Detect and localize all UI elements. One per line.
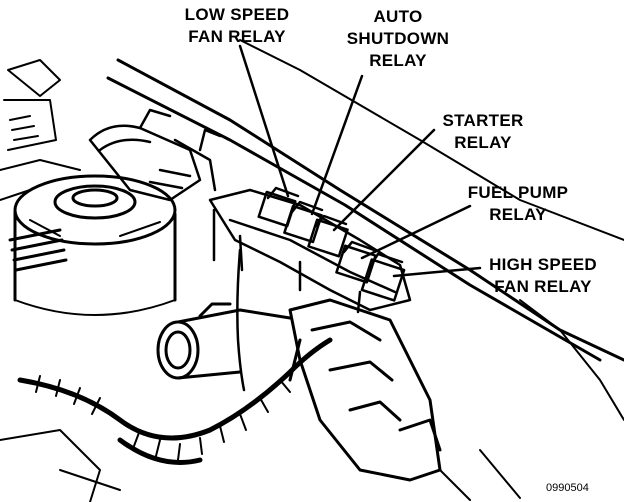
upper-engine-cluster bbox=[88, 108, 222, 202]
wiring-harness bbox=[17, 337, 333, 465]
strut-tower bbox=[13, 174, 177, 316]
relay-fuel-pump bbox=[335, 240, 377, 284]
callout-low-speed-fan-relay: LOW SPEED FAN RELAY bbox=[172, 4, 302, 48]
leader-auto-shutdown bbox=[310, 74, 364, 216]
callout-line: AUTO bbox=[373, 7, 423, 26]
intake-tube bbox=[156, 302, 292, 380]
leader-fuel-pump bbox=[360, 204, 472, 260]
callout-fuel-pump-relay: FUEL PUMP RELAY bbox=[460, 182, 576, 226]
callout-line: RELAY bbox=[489, 205, 547, 224]
callout-line: FUEL PUMP bbox=[467, 183, 569, 202]
relay-starter bbox=[307, 214, 349, 258]
relay-wire bbox=[212, 208, 246, 392]
callout-high-speed-fan-relay: HIGH SPEED FAN RELAY bbox=[478, 254, 608, 298]
figure-id: 0990504 bbox=[546, 482, 589, 494]
harness-ribs bbox=[35, 375, 291, 461]
leader-low-speed bbox=[238, 44, 290, 198]
callout-line: LOW SPEED bbox=[184, 5, 290, 24]
lower-engine-lines bbox=[0, 299, 624, 502]
leader-high-speed bbox=[392, 266, 482, 278]
relay-high-speed bbox=[360, 252, 406, 302]
callout-line: RELAY bbox=[369, 51, 427, 70]
callout-line: RELAY bbox=[454, 133, 512, 152]
callout-auto-shutdown-relay: AUTO SHUTDOWN RELAY bbox=[330, 6, 466, 72]
fender-lines bbox=[106, 39, 624, 362]
callout-line: HIGH SPEED bbox=[489, 255, 597, 274]
callout-line: STARTER bbox=[442, 111, 524, 130]
callout-line: FAN RELAY bbox=[188, 27, 286, 46]
callout-starter-relay: STARTER RELAY bbox=[428, 110, 538, 154]
left-hoses bbox=[0, 59, 81, 272]
leader-lines bbox=[238, 44, 482, 278]
callout-line: SHUTDOWN bbox=[346, 29, 450, 48]
callout-line: FAN RELAY bbox=[494, 277, 592, 296]
lower-bracket bbox=[288, 298, 442, 482]
leader-starter bbox=[332, 128, 436, 232]
